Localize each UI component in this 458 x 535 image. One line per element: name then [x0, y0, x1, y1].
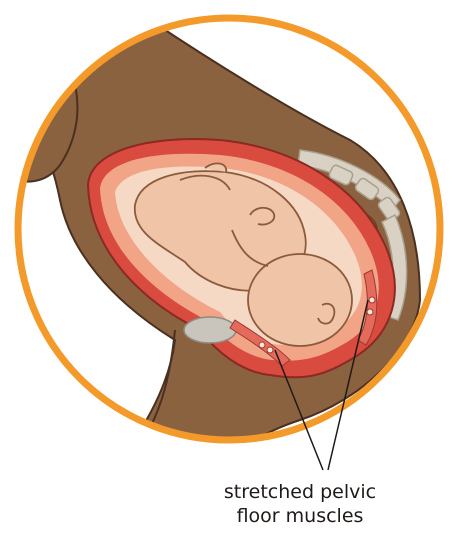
caption-line-2: floor muscles — [180, 504, 420, 528]
bladder — [184, 317, 236, 343]
caption-line-1: stretched pelvic — [180, 480, 420, 504]
caption: stretched pelvic floor muscles — [180, 480, 420, 528]
